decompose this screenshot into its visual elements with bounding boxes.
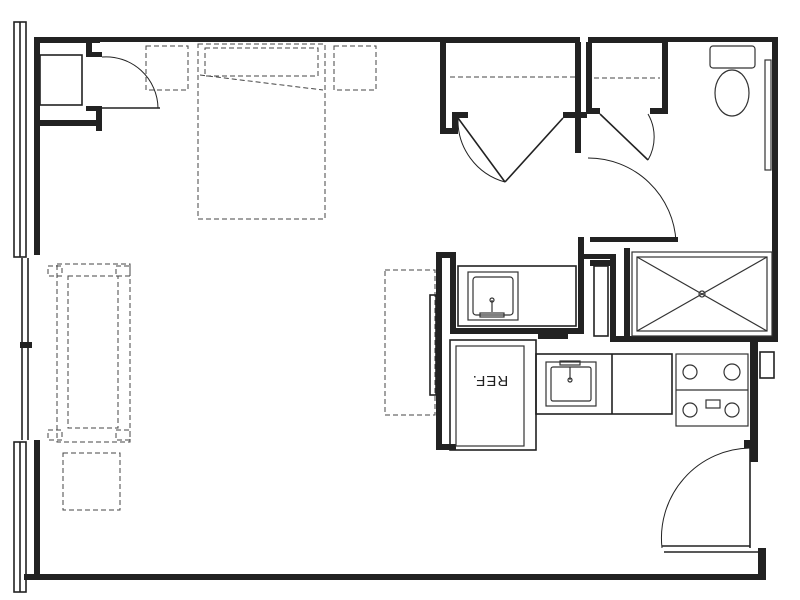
threshold [538,334,568,339]
bed [145,43,377,220]
window-middle [20,258,32,440]
exterior-walls [24,37,778,580]
kitchen-counter [535,353,673,415]
window-lower [13,441,27,593]
desk [384,269,436,416]
entry-door[interactable] [660,440,766,580]
vanity-sink-basin [467,271,519,321]
burner [682,402,698,418]
refrigerator [455,345,525,447]
bathroom [450,45,778,342]
burner [682,364,698,380]
bathroom-door-swing [587,157,677,243]
window-upper [13,21,27,258]
kitchen-sink [545,361,597,407]
closet-double-door[interactable] [457,117,564,183]
closet-middle-left [440,42,587,153]
kitchen: REF. [429,252,775,451]
burner [723,363,741,381]
shower-stall [631,251,773,337]
closet-right-door-leaf[interactable] [599,113,649,161]
sofa [47,263,131,443]
toilet-tank [709,45,756,69]
refrigerator-outline [449,339,537,451]
shower-drain [698,290,706,298]
bed-pillows [204,47,319,77]
closet-door-swing [101,56,159,109]
burner [724,402,740,418]
vanity [436,252,577,339]
grab-bar [764,59,772,171]
side-table [62,452,121,511]
closet-top-left [39,42,160,131]
closet-middle-right [586,42,668,161]
toilet-bowl [714,69,750,117]
refrigerator-label: REF. [472,372,509,389]
nightstand-right [333,45,377,91]
nightstand-left [145,45,189,91]
